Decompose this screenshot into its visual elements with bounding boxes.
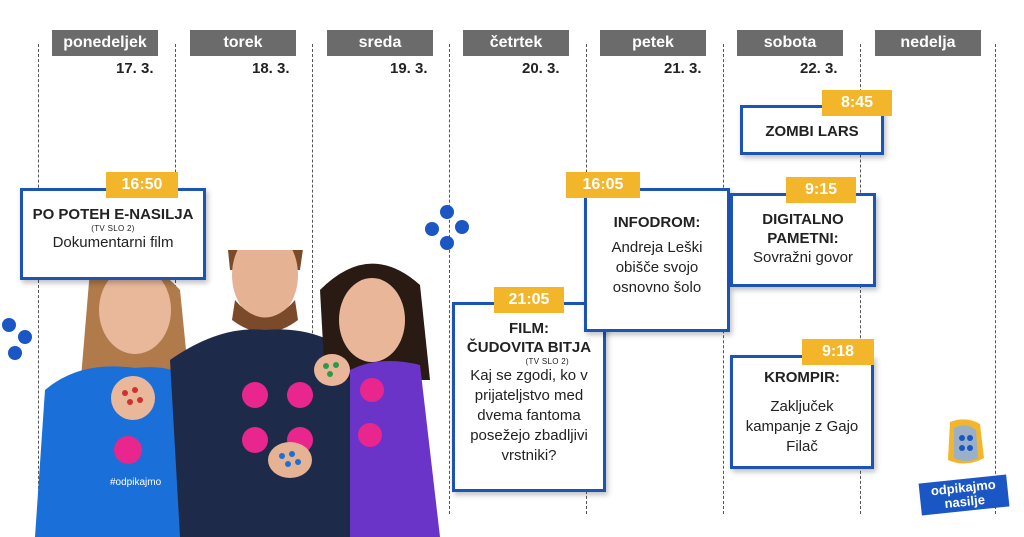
day-date: 19. 3. [390,60,428,77]
event-time: 16:50 [106,172,178,198]
shirt-text: #odpikajmo [110,477,162,488]
person-middle [170,250,360,537]
event-description: Zaključek kampanje z Gajo Filač [745,398,859,455]
event-title: KROMPIR: [764,369,840,386]
day-header: petek [600,30,706,56]
day-header: sreda [327,30,433,56]
dot-icon [2,318,16,332]
event-time: 8:45 [822,90,892,116]
event-channel: (TV SLO 2) [91,224,135,233]
day-date: 17. 3. [116,60,154,77]
event-title-secondary: ČUDOVITA BITJA [466,339,592,356]
event-card-friday[interactable]: INFODROM: Andreja Leški obišče svojo osn… [584,188,730,332]
event-time: 21:05 [494,287,564,313]
day-date: 18. 3. [252,60,290,77]
event-title: INFODROM: [613,214,701,231]
column-sreda [312,44,450,514]
event-description: Andreja Leški obišče svojo osnovno šolo [611,239,703,296]
people-illustration: #odpikajmo [35,250,440,537]
fist-icon [948,419,984,464]
event-description: Dokumentarni film [52,234,174,251]
dot-icon [455,220,469,234]
dot-icon [440,236,454,250]
event-time: 16:05 [566,172,640,198]
day-header: četrtek [463,30,569,56]
column-cetrtek [449,44,587,514]
event-card-thursday[interactable]: FILM: ČUDOVITA BITJA (TV SLO 2) Kaj se z… [452,302,606,492]
day-header: torek [190,30,296,56]
day-date: 22. 3. [800,60,838,77]
event-title: FILM: [509,320,549,337]
event-card-saturday-2[interactable]: DIGITALNO PAMETNI: Sovražni govor [730,193,876,287]
person-left: #odpikajmo [35,261,210,537]
event-card-saturday-3[interactable]: KROMPIR: Zaključek kampanje z Gajo Filač [730,355,874,469]
dot-icon [440,205,454,219]
event-time: 9:15 [786,177,856,203]
day-header: sobota [737,30,843,56]
event-card-saturday-1[interactable]: ZOMBI LARS [740,105,884,155]
person-right [314,263,440,537]
dot-icon [425,222,439,236]
event-time: 9:18 [802,339,874,365]
day-date: 21. 3. [664,60,702,77]
event-channel: (TV SLO 2) [525,357,569,366]
event-title: ZOMBI LARS [765,123,859,140]
event-description: Kaj se zgodi, ko v prijateljstvo med dve… [470,367,588,464]
event-description: Sovražni govor [752,249,854,266]
dot-icon [18,330,32,344]
event-title: PO POTEH E-NASILJA [32,206,194,223]
dot-icon [8,346,22,360]
day-header: ponedeljek [52,30,158,56]
day-date: 20. 3. [522,60,560,77]
event-title: DIGITALNO PAMETNI: [762,211,844,247]
odpikajmo-nasilje-logo: odpikajmo nasilje [918,418,1010,516]
day-header: nedelja [875,30,981,56]
event-card-monday[interactable]: PO POTEH E-NASILJA (TV SLO 2) Dokumentar… [20,188,206,280]
